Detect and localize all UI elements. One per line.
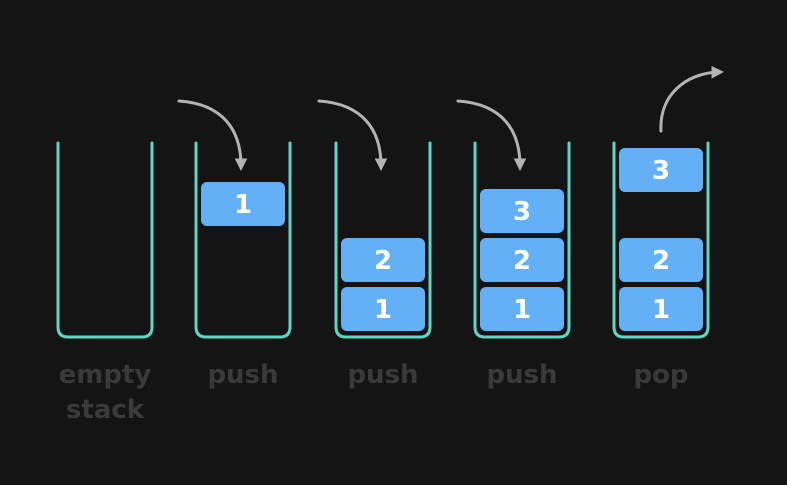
block-label: 1 [374,295,392,325]
stack-push-1: 1 push [177,99,292,390]
stack-block: 3 [619,148,703,192]
stack-container [334,141,432,339]
stack-block: 1 [341,287,425,331]
stack-push-2: 1 2 push [317,99,432,390]
block-box [480,189,564,233]
stack-container [612,141,710,339]
block-box [341,287,425,331]
stack-block: 1 [201,182,285,226]
stack-block: 3 [480,189,564,233]
block-label: 1 [513,295,531,325]
stack-caption: pop [633,360,688,390]
block-box [619,148,703,192]
stack-caption: push [207,360,278,390]
block-box [480,287,564,331]
block-box [619,287,703,331]
block-label: 2 [513,246,531,276]
block-label: 2 [652,246,670,276]
block-label: 2 [374,246,392,276]
stack-caption: empty [59,360,152,390]
block-label: 1 [652,295,670,325]
stack-block: 1 [619,287,703,331]
block-box [480,238,564,282]
block-box [341,238,425,282]
curved-arrow-down-icon [456,99,527,172]
stack-container [56,141,154,339]
stack-container [473,141,571,339]
block-label: 1 [234,190,252,220]
block-box [201,182,285,226]
block-label: 3 [652,156,670,186]
block-label: 3 [513,197,531,227]
stack-block: 1 [480,287,564,331]
stack-block: 2 [480,238,564,282]
stack-caption: push [486,360,557,390]
stack-caption: push [347,360,418,390]
stack-block: 2 [619,238,703,282]
stack-empty: empty stack [56,141,154,425]
stack-caption: stack [66,395,145,425]
curved-arrow-down-icon [177,99,248,172]
curved-arrow-up-right-icon [659,65,725,133]
block-box [619,238,703,282]
stack-container [194,141,292,339]
stack-pop: 1 2 3 pop [612,65,725,390]
stack-push-3: 1 2 3 push [456,99,571,390]
stack-block: 2 [341,238,425,282]
curved-arrow-down-icon [317,99,388,172]
